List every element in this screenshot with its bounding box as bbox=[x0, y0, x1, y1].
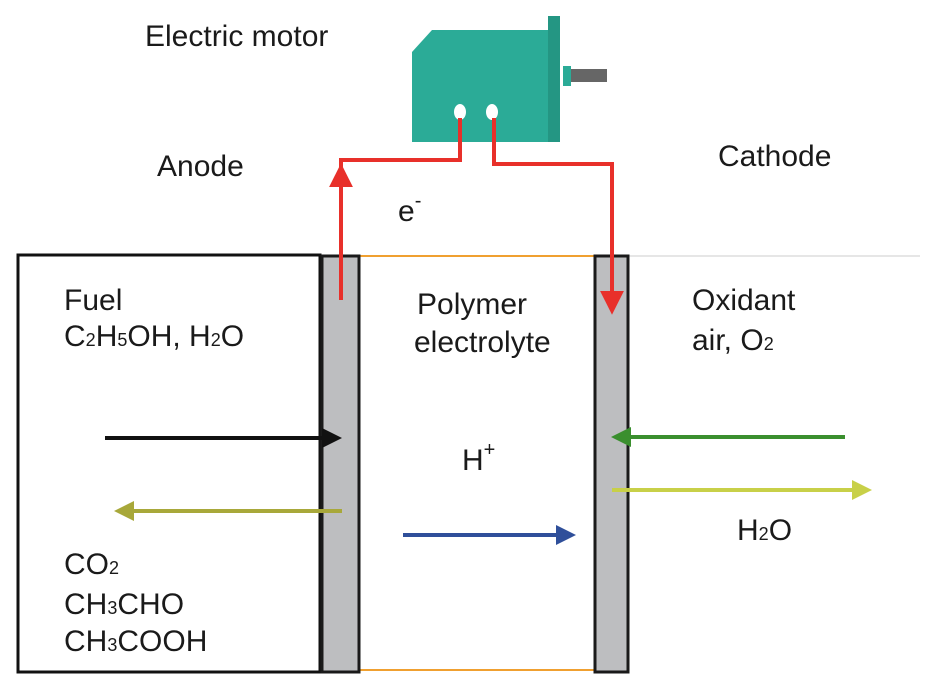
electric-motor-icon bbox=[412, 16, 607, 142]
fuel-title: Fuel bbox=[64, 284, 123, 317]
anode-electrode bbox=[320, 254, 361, 674]
electrolyte-label-2: electrolyte bbox=[414, 326, 551, 359]
co2-label: CO2 bbox=[64, 548, 120, 581]
cathode-wire bbox=[492, 118, 624, 315]
motor-label: Electric motor bbox=[145, 20, 329, 53]
oxidant-title: Oxidant bbox=[692, 284, 796, 317]
anode-label: Anode bbox=[157, 150, 244, 183]
proton-label: H+ bbox=[462, 439, 496, 477]
cathode-electrode bbox=[593, 254, 630, 674]
electron-label: e- bbox=[398, 190, 422, 228]
fuel-formula: C2H5OH, H2O bbox=[64, 320, 245, 353]
acetaldehyde-label: CH3CHO bbox=[64, 588, 185, 621]
cathode-label: Cathode bbox=[718, 140, 832, 173]
oxidant-formula: air, O2 bbox=[692, 324, 774, 357]
acetic-acid-label: CH3COOH bbox=[64, 625, 208, 658]
anode-wire bbox=[339, 118, 462, 300]
electrolyte-label-1: Polymer bbox=[417, 288, 528, 321]
water-label: H2O bbox=[737, 514, 793, 547]
polymer-electrolyte bbox=[358, 255, 596, 671]
fuel-chamber bbox=[16, 253, 322, 674]
